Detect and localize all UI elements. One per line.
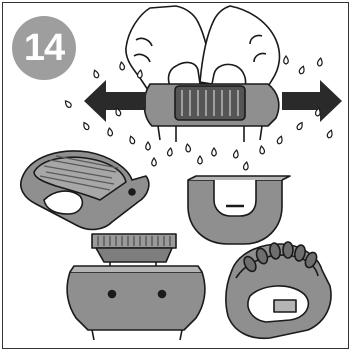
water-drop-icon xyxy=(277,135,284,144)
massage-roller-attachment xyxy=(226,242,331,338)
water-drop-icon xyxy=(212,148,217,156)
water-drop-icon xyxy=(284,56,289,64)
right-arrow-icon xyxy=(282,80,342,122)
water-drop-icon xyxy=(296,121,304,130)
shaving-foil xyxy=(92,234,176,270)
water-drop-icon xyxy=(64,99,73,108)
water-drop-icon xyxy=(107,128,113,137)
step-number-badge: 14 xyxy=(12,16,76,80)
foil-frame xyxy=(67,266,205,340)
water-drop-icon xyxy=(259,146,265,155)
water-drop-icon xyxy=(93,69,100,78)
water-drop-icon xyxy=(243,162,249,171)
water-drop-icon xyxy=(82,121,90,130)
shaver-head-assembly xyxy=(144,84,279,142)
water-drop-icon xyxy=(129,135,136,144)
trimmer-cap xyxy=(21,151,149,229)
left-arrow-icon xyxy=(84,80,146,122)
water-drop-icon xyxy=(299,65,306,74)
u-shaped-cap xyxy=(188,176,290,244)
hand-icon xyxy=(126,6,280,96)
water-drop-icon xyxy=(119,62,125,71)
water-drop-icon xyxy=(167,148,173,157)
water-drop-icon xyxy=(152,158,157,166)
water-drop-icon xyxy=(233,150,239,159)
water-drop-icon xyxy=(185,144,191,153)
water-drop-icon xyxy=(198,156,203,164)
water-drop-icon xyxy=(146,142,151,150)
water-drop-icon xyxy=(317,58,323,67)
water-drop-icon xyxy=(327,129,334,138)
